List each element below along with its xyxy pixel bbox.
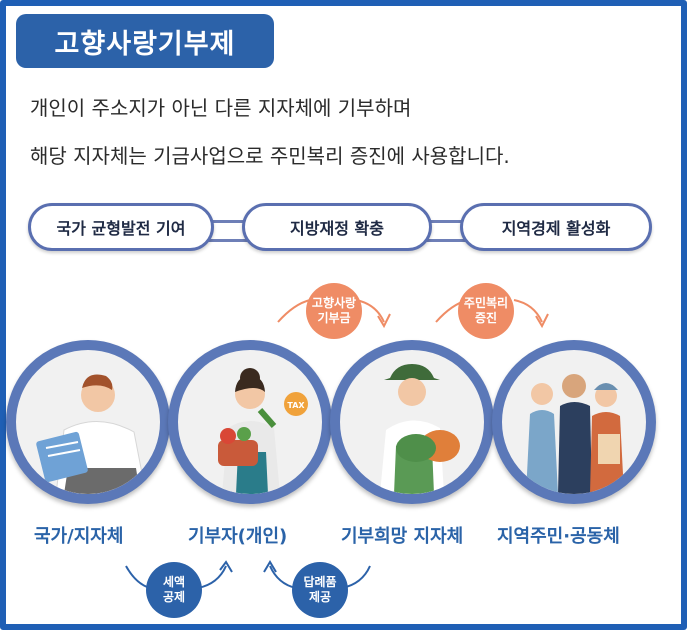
- actor-circle-donor: TAX: [168, 340, 332, 504]
- flow-bubble-line1: 답례품: [303, 575, 337, 589]
- flow-bubble-line1: 고향사랑: [311, 296, 357, 310]
- flow-bubble-donation: 고향사랑 기부금: [306, 283, 362, 339]
- flow-bubble-welfare: 주민복리 증진: [458, 283, 514, 339]
- actor-label-government: 국가/지자체: [34, 526, 124, 547]
- flow-bubble-tax-deduction: 세액 공제: [146, 562, 202, 618]
- actor-circle-local-government: [330, 340, 494, 504]
- flow-bubble-line2: 제공: [308, 590, 332, 604]
- flow-bubble-line1: 주민복리: [463, 296, 509, 310]
- actor-circle-government: [6, 340, 170, 504]
- actor-label-residents: 지역주민·공동체: [497, 526, 620, 547]
- goal-pill-1: 국가 균형발전 기여: [28, 203, 214, 251]
- actor-circle-residents: [492, 340, 656, 504]
- flow-bubble-line2: 공제: [162, 590, 186, 604]
- actor-label-local-government: 기부희망 지자체: [341, 526, 464, 547]
- flow-bubble-gift: 답례품 제공: [292, 562, 348, 618]
- flow-bubble-line2: 기부금: [317, 311, 351, 325]
- flow-bubble-line1: 세액: [162, 575, 186, 589]
- actor-label-donor: 기부자(개인): [188, 526, 288, 547]
- goal-pill-3: 지역경제 활성화: [460, 203, 652, 251]
- flow-bubble-line2: 증진: [474, 311, 498, 325]
- description-line-2: 해당 지자체는 기금사업으로 주민복리 증진에 사용합니다.: [30, 144, 510, 168]
- description-line-1: 개인이 주소지가 아닌 다른 지자체에 기부하며: [30, 96, 412, 120]
- page-title: 고향사랑기부제: [16, 14, 274, 68]
- goal-pill-2: 지방재정 확충: [242, 203, 432, 251]
